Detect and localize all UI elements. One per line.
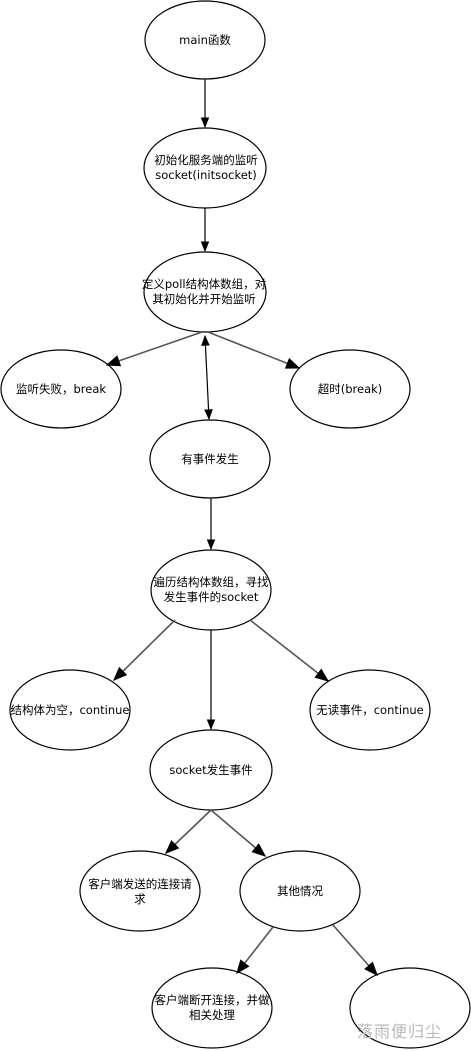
arrow-traverse-to-empty — [112, 619, 176, 682]
struct-empty-text: 结构体为空，continue — [10, 702, 130, 717]
arrow-define-to-timeout — [207, 331, 301, 369]
client-conn-text: 客户端发送的连接请求 — [88, 877, 192, 906]
arrow-other-to-empty — [332, 924, 378, 977]
other-label: 其他情况 — [245, 877, 355, 905]
client-disconnect-ellipse — [151, 967, 273, 1049]
other-ellipse — [239, 850, 361, 932]
init-socket-text: 初始化服务端的监听socket(initsocket) — [154, 153, 258, 182]
other-text: 其他情况 — [277, 883, 323, 898]
init-socket-label: 初始化服务端的监听socket(initsocket) — [148, 146, 264, 190]
empty-ellipse — [349, 967, 471, 1049]
timeout-ellipse — [289, 349, 411, 429]
listen-fail-label: 监听失败，break — [6, 375, 116, 403]
event-happen-text: 有事件发生 — [181, 451, 239, 466]
event-happen-label: 有事件发生 — [155, 445, 265, 473]
watermark: 落雨便归尘 — [357, 1022, 443, 1041]
no-read-label: 无读事件，continue — [310, 696, 430, 724]
arrow-socket-to-clientconn — [164, 809, 212, 854]
arrow-define-event-bidirectional — [201, 334, 213, 421]
struct-empty-ellipse — [9, 669, 131, 751]
define-poll-label: 定义poll结构体数组，对其初始化并开始监听 — [138, 266, 270, 318]
arrow-socket-to-other — [210, 809, 267, 857]
arrow-traverse-to-noread — [249, 619, 330, 682]
timeout-label: 超时(break) — [295, 375, 405, 403]
listen-fail-ellipse — [0, 349, 122, 429]
define-poll-text: 定义poll结构体数组，对其初始化并开始监听 — [141, 277, 267, 306]
arrow-other-to-disconnect — [236, 926, 274, 975]
no-read-ellipse — [309, 669, 431, 751]
no-read-text: 无读事件，continue — [316, 702, 424, 717]
timeout-text: 超时(break) — [317, 381, 383, 396]
socket-event-label: socket发生事件 — [156, 756, 266, 784]
socket-event-text: socket发生事件 — [169, 762, 253, 777]
traverse-label: 遍历结构体数组，寻找发生事件的socket — [150, 570, 272, 610]
client-conn-label: 客户端发送的连接请求 — [84, 872, 196, 912]
main-label: main函数 — [150, 25, 260, 55]
client-disconnect-text: 客户端断开连接，并做相关处理 — [154, 993, 270, 1022]
listen-fail-text: 监听失败，break — [15, 381, 107, 396]
traverse-text: 遍历结构体数组，寻找发生事件的socket — [153, 575, 269, 604]
client-conn-ellipse — [79, 850, 201, 932]
client-disconnect-label: 客户端断开连接，并做相关处理 — [154, 988, 270, 1028]
main-text: main函数 — [179, 32, 231, 47]
struct-empty-label: 结构体为空，continue — [4, 696, 136, 724]
arrow-define-to-fail — [105, 331, 203, 367]
